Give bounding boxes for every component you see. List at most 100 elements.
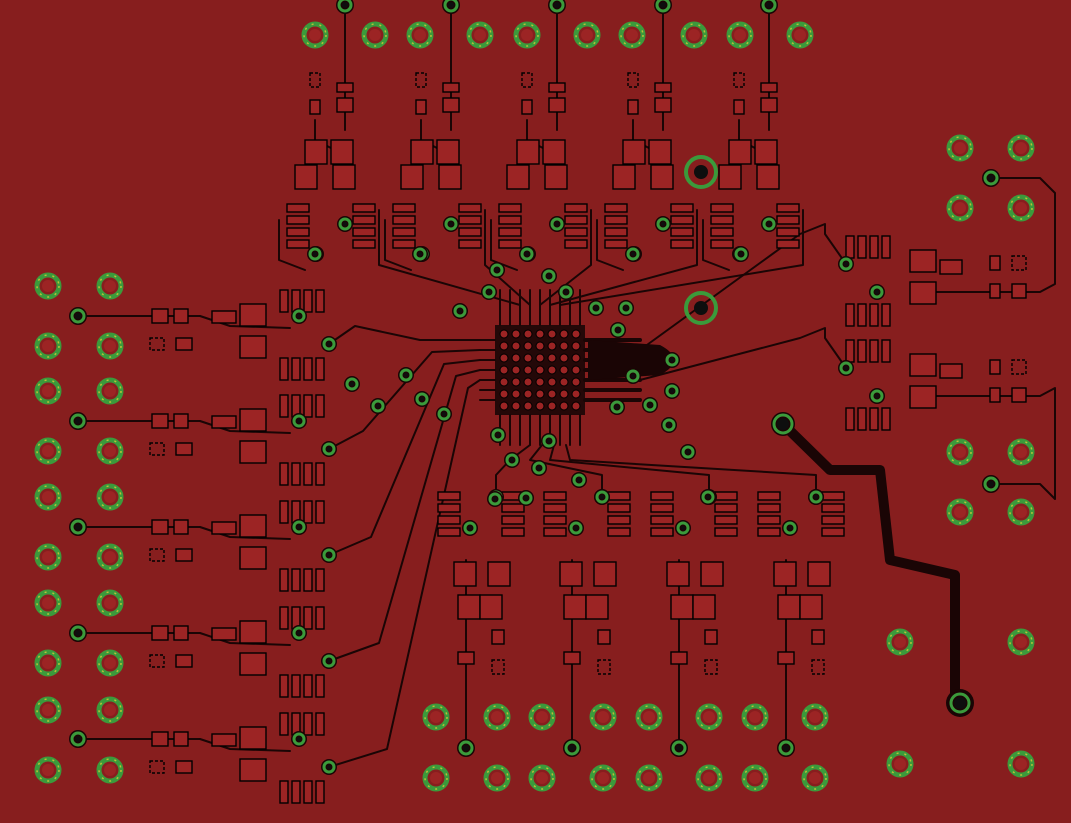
- top-channel-part-pad: [294, 164, 318, 190]
- left-channel-sot-pad: [303, 394, 313, 418]
- signal-via: [490, 263, 504, 277]
- right-header-hole-drill: [1015, 758, 1027, 770]
- ic-ball: [499, 389, 509, 399]
- top-channel-sot-pad: [286, 215, 310, 225]
- top-channel-via-drill: [342, 2, 348, 8]
- right-channel-sot-pad: [881, 407, 891, 431]
- right-header-hole-drill: [1015, 636, 1027, 648]
- bottom-channel-sot-pad: [607, 527, 631, 537]
- bottom-channel-sot-pad: [714, 491, 738, 501]
- left-header-hole-drill: [104, 340, 116, 352]
- ic-ball: [511, 389, 521, 399]
- ic-ball: [523, 341, 533, 351]
- right-channel-part-pad: [909, 385, 937, 409]
- top-channel-sot-pad: [710, 215, 734, 225]
- top-channel-dnp-pad: [415, 72, 427, 88]
- left-header-hole-clearance: [98, 334, 122, 358]
- left-header-hole-drill: [42, 491, 54, 503]
- top-channel-via-drill: [554, 2, 560, 8]
- left-channel-via-drill: [75, 736, 81, 742]
- left-header-hole-clearance: [36, 334, 60, 358]
- left-header-hole-drill: [42, 704, 54, 716]
- right-channel-part-pad: [909, 281, 937, 305]
- signal-via: [610, 400, 624, 414]
- right-header-hole-drill: [894, 758, 906, 770]
- left-channel-pad: [175, 337, 193, 351]
- left-channel-part-pad: [239, 440, 267, 464]
- left-header-hole-clearance: [36, 758, 60, 782]
- top-channel-sot-pad: [458, 227, 482, 237]
- signal-via: [734, 247, 748, 261]
- right-header-hole-clearance: [1009, 500, 1033, 524]
- top-channel-part-pad: [622, 139, 646, 165]
- top-header-hole-drill: [369, 29, 381, 41]
- right-header-hole-clearance: [948, 196, 972, 220]
- bottom-channel-sot-pad: [437, 503, 461, 513]
- left-channel-gnd-via-drill: [297, 631, 301, 635]
- top-channel-gnd-via: [444, 217, 458, 231]
- left-header-hole-clearance: [98, 758, 122, 782]
- ic-ball: [571, 389, 581, 399]
- bottom-header-hole-clearance: [697, 705, 721, 729]
- top-channel-part-pad: [506, 164, 530, 190]
- top-channel-sot-pad: [670, 239, 694, 249]
- left-channel-sot-pad: [279, 568, 289, 592]
- ic-ball: [511, 365, 521, 375]
- top-header-hole-drill: [521, 29, 533, 41]
- mounting-hole-drill: [694, 301, 708, 315]
- signal-via-drill: [510, 458, 514, 462]
- bottom-channel-part-pad: [457, 594, 481, 620]
- bottom-channel-sot-pad: [543, 491, 567, 501]
- left-channel-dnp-pad: [149, 548, 165, 562]
- bottom-channel-part-pad: [799, 594, 823, 620]
- bottom-channel-part-pad: [585, 594, 609, 620]
- top-channel-cap-pad: [654, 97, 672, 113]
- right-header-hole-clearance: [1009, 136, 1033, 160]
- ic-ball: [571, 365, 581, 375]
- ic-ball: [535, 353, 545, 363]
- bottom-channel-via: [671, 740, 687, 756]
- signal-via-drill: [547, 274, 551, 278]
- top-header-hole-clearance: [468, 23, 492, 47]
- top-channel-sot-pad: [564, 203, 588, 213]
- ic-ball: [511, 329, 521, 339]
- top-channel-gnd-via: [762, 217, 776, 231]
- signal-via-drill: [495, 268, 499, 272]
- signal-via: [809, 490, 823, 504]
- left-channel-part-pad: [239, 335, 267, 359]
- ic-ball: [547, 401, 557, 411]
- signal-via: [542, 434, 556, 448]
- bottom-channel-via: [564, 740, 580, 756]
- top-channel-sot-pad: [564, 227, 588, 237]
- bottom-channel-pad: [811, 629, 825, 645]
- right-channel-sot-pad: [845, 303, 855, 327]
- right-header-hole-clearance: [948, 440, 972, 464]
- left-channel-sot-pad: [279, 289, 289, 313]
- right-channel-part-pad: [909, 353, 937, 377]
- top-channel-part-pad: [410, 139, 434, 165]
- signal-via-drill: [600, 495, 604, 499]
- bottom-header-hole-drill: [597, 711, 609, 723]
- bottom-channel-sot-pad: [821, 527, 845, 537]
- signal-via: [415, 392, 429, 406]
- left-channel-via-drill: [327, 765, 331, 769]
- signal-via-drill: [376, 404, 380, 408]
- top-channel-part-pad: [650, 164, 674, 190]
- top-channel-sot-pad: [352, 227, 376, 237]
- left-channel-pad: [175, 760, 193, 774]
- top-header-hole-drill: [626, 29, 638, 41]
- bottom-channel-sot-pad: [607, 515, 631, 525]
- top-channel-dnp-pad: [521, 72, 533, 88]
- top-channel-sot-pad: [564, 215, 588, 225]
- bottom-channel-gnd-via-drill: [574, 526, 578, 530]
- left-header-hole-drill: [104, 597, 116, 609]
- left-channel-sot-pad: [291, 462, 301, 486]
- signal-via-drill: [631, 374, 635, 378]
- signal-via: [643, 398, 657, 412]
- left-header-hole-drill: [104, 764, 116, 776]
- signal-via-drill: [577, 478, 581, 482]
- top-channel-via: [655, 0, 671, 13]
- ic-ball: [511, 353, 521, 363]
- power-via-drill: [777, 418, 789, 430]
- left-channel-resistor-pad: [151, 413, 169, 429]
